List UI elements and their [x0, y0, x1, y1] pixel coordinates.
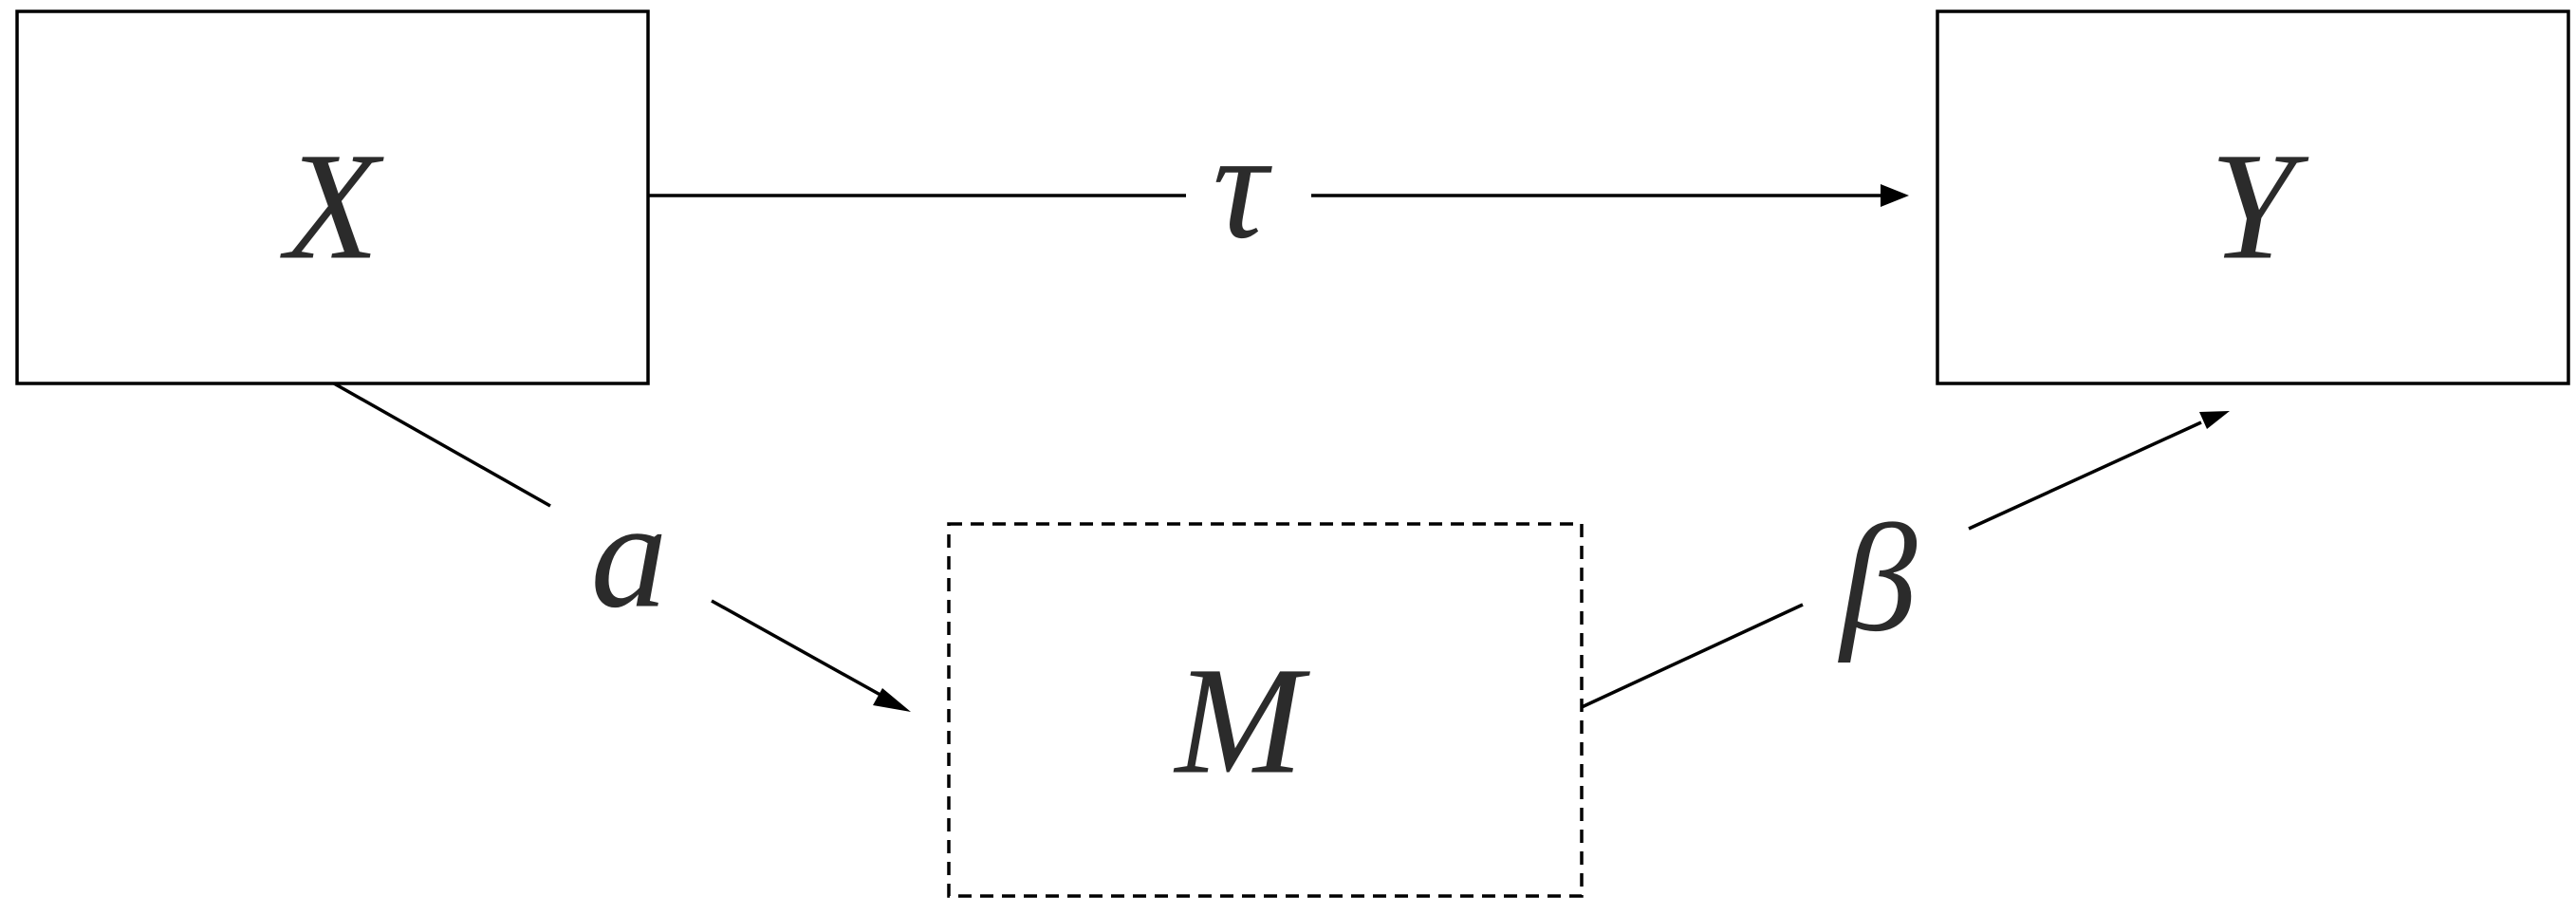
node-y-box: [1936, 9, 2570, 385]
edge-x-to-y: τ: [648, 102, 1909, 271]
edge-x-to-m-arrowhead: [873, 688, 911, 712]
edge-x-to-m-line-upper: [333, 382, 551, 508]
node-m-label: M: [1174, 637, 1311, 807]
node-y: Y: [1936, 9, 2570, 385]
node-m-box: [947, 522, 1584, 898]
edge-m-to-y-line-upper: [1968, 420, 2202, 531]
edge-m-to-y-arrowhead: [2199, 411, 2230, 429]
edge-label-tau: τ: [1213, 102, 1272, 271]
node-x-box: [15, 9, 650, 385]
edge-x-to-m-line-lower: [711, 599, 888, 700]
edge-m-to-y-line-lower: [1581, 603, 1804, 709]
edge-label-a: a: [591, 471, 668, 641]
edge-x-to-m: a: [333, 382, 911, 712]
node-x: X: [15, 9, 650, 385]
node-x-label: X: [280, 122, 385, 292]
edge-m-to-y: β: [1581, 411, 2230, 709]
edge-label-beta: β: [1838, 495, 1918, 664]
edge-x-to-y-arrowhead: [1881, 184, 1909, 207]
node-m: M: [947, 522, 1584, 898]
node-y-label: Y: [2210, 122, 2309, 292]
